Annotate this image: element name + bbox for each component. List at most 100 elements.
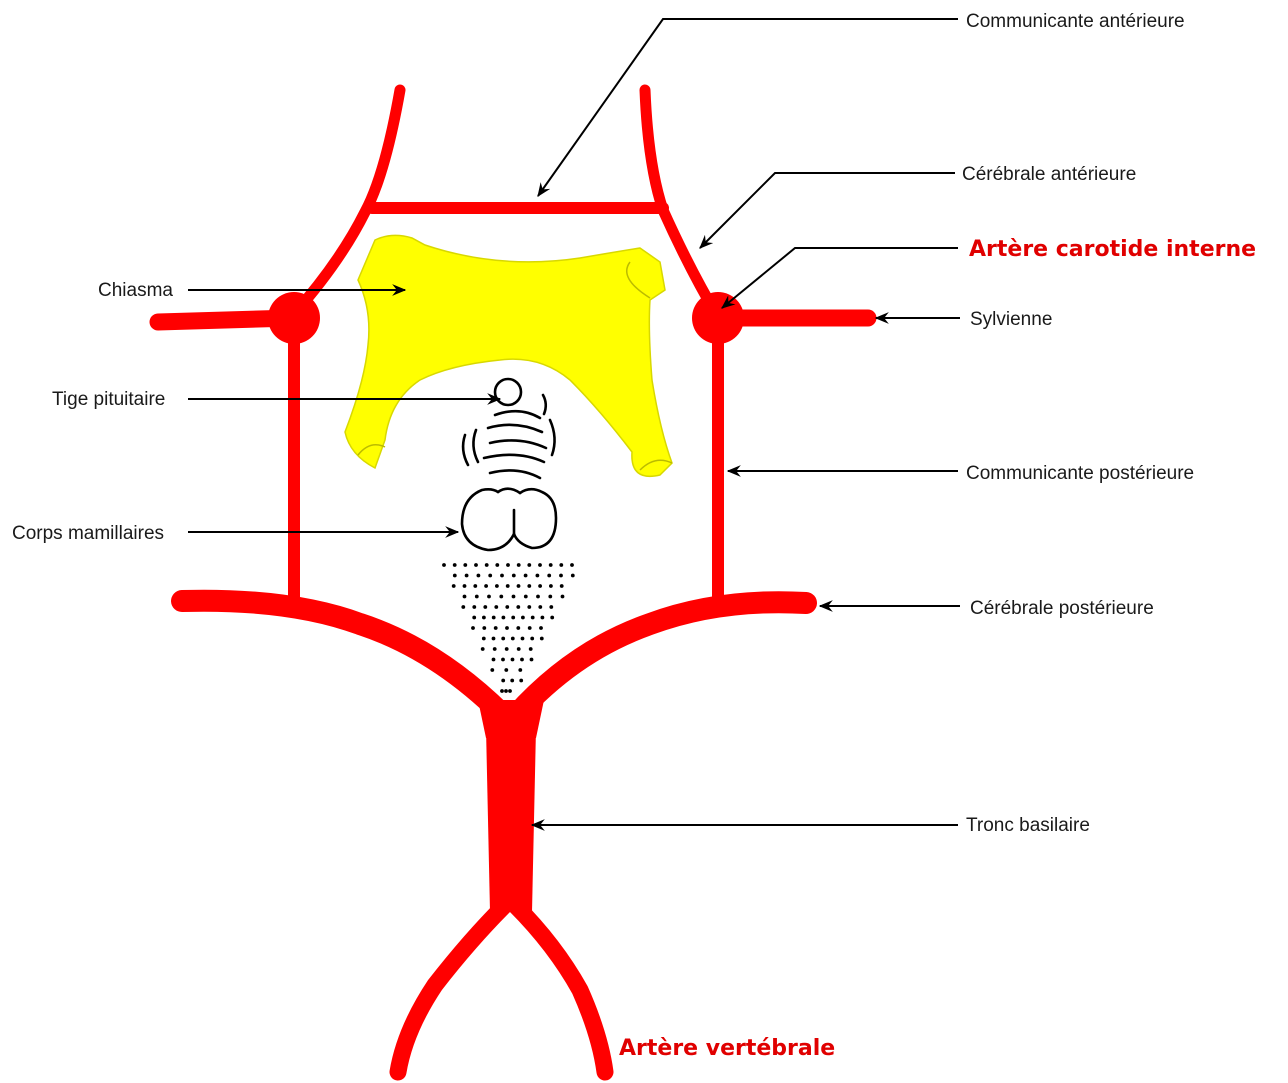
label-cerebrale-posterieure: Cérébrale postérieure <box>970 598 1154 619</box>
stipple-dot <box>472 605 476 609</box>
stipple-dot <box>521 616 525 620</box>
stipple-dot <box>502 616 506 620</box>
stipple-dot <box>485 563 489 567</box>
stipple-dot <box>501 679 505 683</box>
stipple-dot <box>530 658 534 662</box>
stipple-dot <box>549 605 553 609</box>
stipple-dot <box>530 637 534 641</box>
stipple-dot <box>560 584 564 588</box>
right-posterior-cerebral-artery <box>510 602 806 722</box>
stipple-dot <box>559 563 563 567</box>
label-vertebrale: Artère vertébrale <box>619 1036 835 1061</box>
stipple-dot <box>511 658 515 662</box>
stipple-dot <box>559 574 563 578</box>
stipple-dot <box>499 595 503 599</box>
stipple-dot <box>511 616 515 620</box>
stipple-dot <box>500 574 504 578</box>
stipple-dot <box>463 584 467 588</box>
stipple-dot <box>550 616 554 620</box>
basilar-artery <box>486 728 536 912</box>
stipple-dot <box>477 574 481 578</box>
label-corps-mamillaires: Corps mamillaires <box>12 523 164 544</box>
stipple-dot <box>512 595 516 599</box>
stipple-dot <box>471 626 475 630</box>
stipple-dot <box>521 637 525 641</box>
stipple-dot <box>548 595 552 599</box>
stipple-dot <box>505 605 509 609</box>
stipple-dot <box>504 668 508 672</box>
stipple-dot <box>531 616 535 620</box>
stipple-dot <box>571 574 575 578</box>
stipple-dot <box>518 668 522 672</box>
stipple-dot <box>463 563 467 567</box>
stipple-dot <box>492 616 496 620</box>
right-vertebral-artery <box>515 905 605 1072</box>
stipple-dot <box>561 595 565 599</box>
stipple-dot <box>490 668 494 672</box>
stipple-dot <box>512 574 516 578</box>
left-vertebral-artery <box>398 905 505 1072</box>
label-sylvienne: Sylvienne <box>970 309 1052 330</box>
stipple-dot <box>547 574 551 578</box>
stipple-dot <box>473 584 477 588</box>
left-internal-carotid-artery <box>268 292 320 344</box>
stipple-dot <box>482 616 486 620</box>
stipple-dot <box>461 605 465 609</box>
stipple-dot <box>549 584 553 588</box>
leader-carotide-interne <box>722 248 958 308</box>
stipple-dot <box>511 637 515 641</box>
stipple-dot <box>516 605 520 609</box>
left-posterior-cerebral-artery <box>182 601 510 722</box>
stipple-dot <box>475 595 479 599</box>
arteries <box>158 90 868 1072</box>
stipple-dot <box>482 637 486 641</box>
stipple-dot <box>494 626 498 630</box>
stipple-dot <box>549 563 553 567</box>
stipple-dot <box>538 584 542 588</box>
stipple-dot <box>453 563 457 567</box>
mammillary-bodies <box>462 489 556 550</box>
stipple-dot <box>492 658 496 662</box>
stipple-dot <box>506 563 510 567</box>
stipple-dot <box>442 563 446 567</box>
label-tronc-basilaire: Tronc basilaire <box>966 815 1090 836</box>
stipple-dot <box>510 679 514 683</box>
stipple-dot <box>465 574 469 578</box>
stipple-dot <box>570 563 574 567</box>
leader-cerebrale-anterieure <box>700 173 955 248</box>
stipple-dot <box>517 584 521 588</box>
stipple-dot <box>536 574 540 578</box>
stipple-dot <box>501 637 505 641</box>
stipple-dot <box>541 616 545 620</box>
stipple-dot <box>472 616 476 620</box>
label-cerebrale-anterieure: Cérébrale antérieure <box>962 164 1136 185</box>
stipple-dot <box>500 689 504 693</box>
stipple-dot <box>487 595 491 599</box>
leader-communicante-anterieure <box>538 19 958 196</box>
stipple-dot <box>504 689 508 693</box>
stipple-dot <box>524 574 528 578</box>
stipple-dot <box>516 626 520 630</box>
stipple-dot <box>505 626 509 630</box>
stipple-dot <box>481 647 485 651</box>
leader-lines <box>188 19 960 825</box>
stipple-dot <box>505 647 509 651</box>
stipple-dot <box>495 584 499 588</box>
stipple-dot <box>501 658 505 662</box>
stipple-dot <box>524 595 528 599</box>
stipple-dot <box>492 637 496 641</box>
stipple-dot <box>539 626 543 630</box>
stipple-dot <box>483 605 487 609</box>
label-communicante-posterieure: Communicante postérieure <box>966 463 1194 484</box>
stipple-dot <box>527 563 531 567</box>
stipple-dot <box>528 626 532 630</box>
pituitary-stalk <box>463 379 554 478</box>
label-chiasma: Chiasma <box>98 280 173 301</box>
stipple-dot <box>463 595 467 599</box>
stipple-dot <box>538 605 542 609</box>
stipple-dot <box>529 647 533 651</box>
stipple-dot <box>493 647 497 651</box>
stipple-dot <box>484 584 488 588</box>
stipple-dot <box>536 595 540 599</box>
